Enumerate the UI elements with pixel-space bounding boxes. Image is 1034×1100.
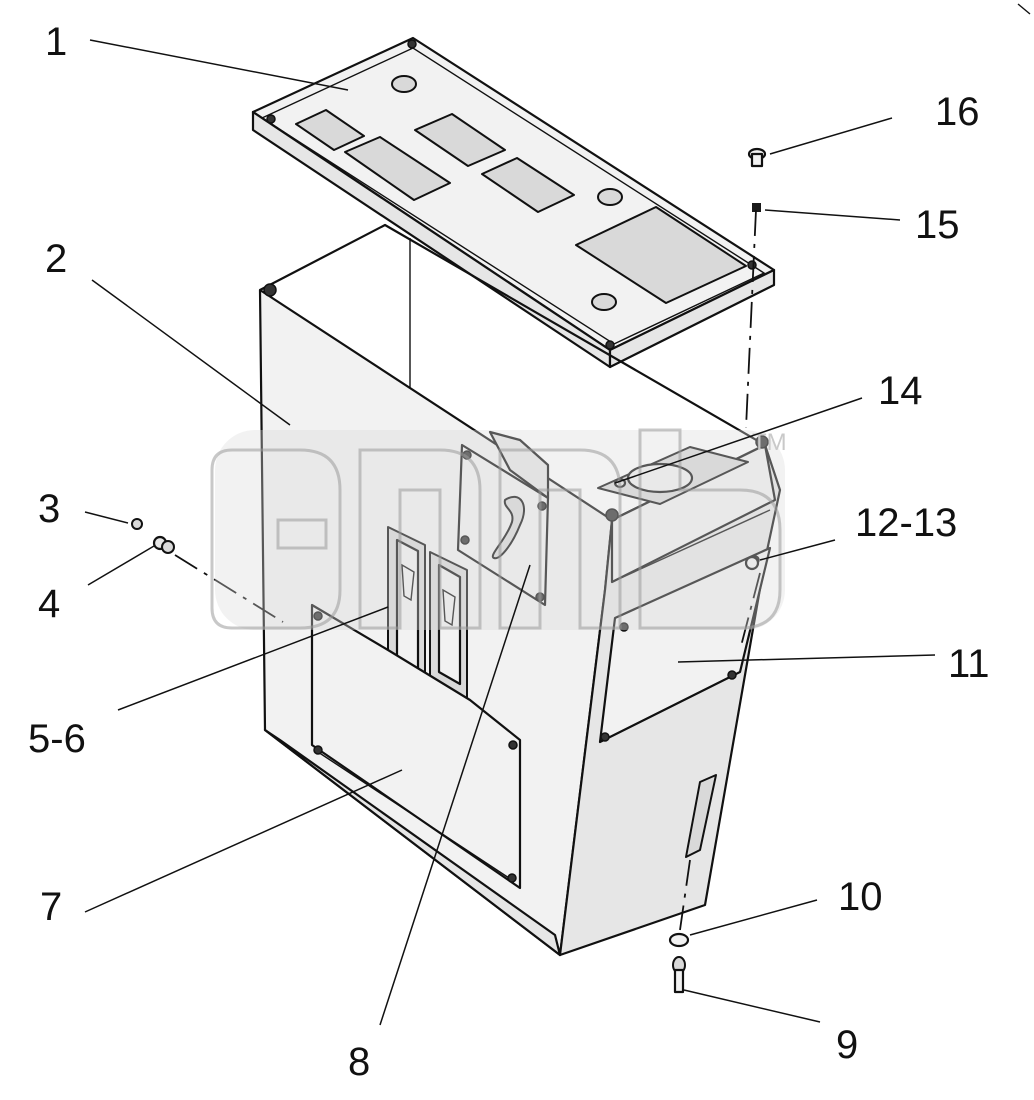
assembly-axis-top (745, 209, 757, 429)
callout-10: 10 (838, 875, 883, 919)
side-cover-panel (598, 546, 772, 858)
latch-handles (387, 526, 468, 701)
assembly-axis-left (174, 554, 284, 623)
callout-9: 9 (836, 1023, 858, 1067)
washer-part-10 (668, 932, 690, 948)
lower-access-panel (310, 603, 522, 890)
assembly-axis-side (739, 572, 761, 651)
screw-part-16 (747, 147, 767, 168)
callout-16: 16 (935, 90, 980, 134)
assembly-axis-bottom (679, 859, 691, 931)
washer-part-4 (152, 535, 175, 554)
callout-12-13: 12-13 (855, 501, 957, 545)
callout-8: 8 (348, 1040, 370, 1084)
watermark-tm: TM (752, 429, 787, 456)
corner-mark (1017, 3, 1031, 15)
callout-11: 11 (948, 642, 990, 686)
fastener-part-12-13 (744, 555, 760, 571)
callout-14: 14 (878, 369, 923, 413)
callout-15: 15 (915, 203, 960, 247)
callout-2: 2 (45, 237, 67, 281)
lid-panel (251, 36, 776, 369)
bolt-part-9 (672, 956, 686, 994)
screw-part-3 (131, 518, 143, 530)
washer-part-15 (752, 203, 761, 212)
callout-3: 3 (38, 487, 60, 531)
callout-7: 7 (40, 885, 62, 929)
callout-1: 1 (45, 20, 67, 64)
callout-5-6: 5-6 (28, 717, 86, 761)
callout-4: 4 (38, 582, 60, 626)
watermark-logo: TM (210, 428, 787, 630)
